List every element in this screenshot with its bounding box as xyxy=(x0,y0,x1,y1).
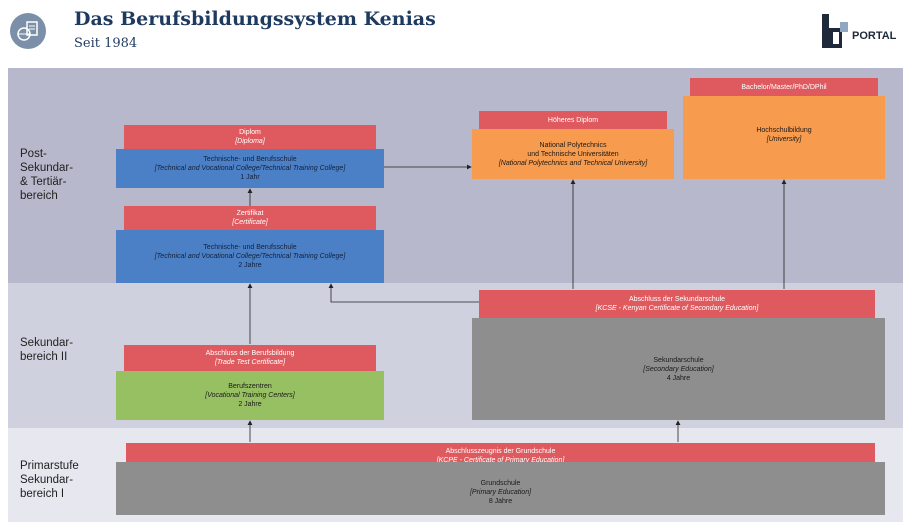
box-line: Sekundarschule xyxy=(653,356,704,364)
box-line: Grundschule xyxy=(480,480,521,487)
box-line: [National Polytechnics and Technical Uni… xyxy=(498,159,648,167)
box-line: [Technical and Vocational College/Techni… xyxy=(154,165,346,172)
box-diplom: Diplom [Diploma] xyxy=(124,125,376,149)
box-line: 1 Jahr xyxy=(240,174,260,181)
box-line: [Secondary Education] xyxy=(643,365,714,373)
box-grundschule: Grundschule [Primary Education] 8 Jahre xyxy=(116,462,885,515)
box-berufszentren: Berufszentren [Vocational Training Cente… xyxy=(116,371,384,420)
box-line: Bachelor/Master/PhD/DPhil xyxy=(741,83,827,91)
box-polytechnics: National Polytechnics und Technische Uni… xyxy=(472,129,674,179)
box-abschluss-sekundarschule: Abschluss der Sekundarschule [KCSE - Ken… xyxy=(479,290,875,318)
box-line: Technische- und Berufsschule xyxy=(203,244,297,251)
page-title: Das Berufsbildungssystem Kenias xyxy=(74,8,436,30)
box-sekundarschule: Sekundarschule [Secondary Education] 4 J… xyxy=(472,318,885,420)
box-line: Abschlusszeugnis der Grundschule xyxy=(445,448,556,455)
box-hochschulbildung: Hochschulbildung [University] xyxy=(683,96,885,179)
box-technical-school-2yr: Technische- und Berufsschule [Technical … xyxy=(116,230,384,283)
box-line: 8 Jahre xyxy=(488,498,513,505)
box-line: [Diploma] xyxy=(235,138,265,145)
box-line: Diplom xyxy=(239,129,261,136)
box-zertifikat: Zertifikat [Certificate] xyxy=(124,206,376,230)
box-line: 2 Jahre xyxy=(238,262,262,269)
band-label-post: Post- Sekundar- & Tertiär- bereich xyxy=(20,148,74,202)
box-line: Abschluss der Sekundarschule xyxy=(628,296,726,303)
page-subtitle: Seit 1984 xyxy=(74,36,138,51)
box-abschluss-berufsbildung: Abschluss der Berufsbildung [Trade Test … xyxy=(124,345,376,371)
box-line: [KCPE - Certificate of Primary Education… xyxy=(436,457,565,464)
box-line: Hochschulbildung xyxy=(756,127,812,134)
box-line: [University] xyxy=(766,136,802,143)
band-label-sek: Sekundar- bereich II xyxy=(20,337,74,363)
box-bachelor: Bachelor/Master/PhD/DPhil xyxy=(690,78,878,96)
box-line: [Technical and Vocational College/Techni… xyxy=(154,253,346,260)
band-label-prim: Primarstufe Sekundar- bereich I xyxy=(20,460,79,500)
box-line: und Technische Universitäten xyxy=(527,150,619,158)
box-hoeheres-diplom: Höheres Diplom xyxy=(479,111,667,129)
box-line: 4 Jahre xyxy=(666,374,691,382)
box-line: National Polytechnics xyxy=(539,141,607,149)
box-line: Berufszentren xyxy=(228,383,272,390)
box-line: [Trade Test Certificate] xyxy=(214,359,286,366)
bq-logo-icon xyxy=(820,14,850,50)
box-line: 2 Jahre xyxy=(238,401,262,408)
logo-text: PORTAL xyxy=(852,30,897,42)
box-technical-school-1yr: Technische- und Berufsschule [Technical … xyxy=(116,149,384,188)
box-line: Abschluss der Berufsbildung xyxy=(205,350,295,357)
box-line: [Primary Education] xyxy=(469,489,532,496)
globe-document-icon xyxy=(10,13,46,49)
box-line: [KCSE - Kenyan Certificate of Secondary … xyxy=(595,305,759,312)
box-line: [Certificate] xyxy=(232,219,268,226)
box-line: [Vocational Training Centers] xyxy=(205,392,295,399)
box-line: Höheres Diplom xyxy=(547,116,599,124)
box-line: Zertifikat xyxy=(236,210,264,217)
box-line: Technische- und Berufsschule xyxy=(203,156,297,163)
arrow-icon xyxy=(328,283,479,303)
